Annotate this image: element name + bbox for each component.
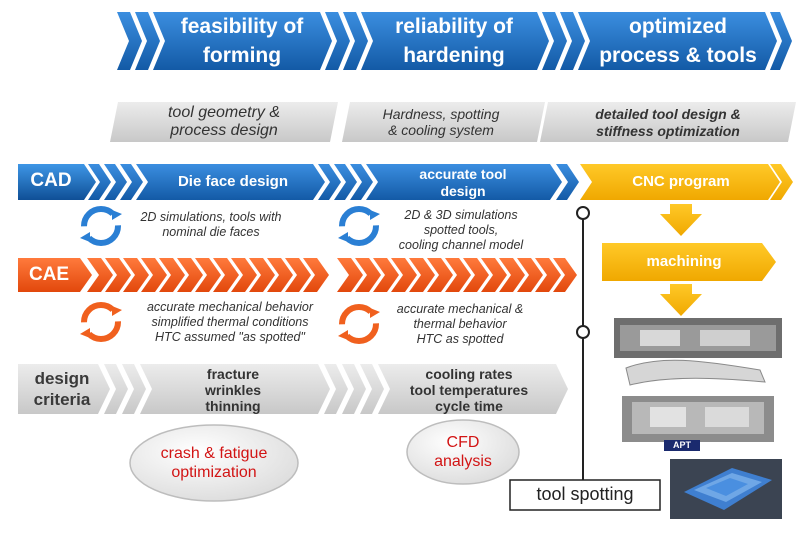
phase-title-line: forming (202, 44, 282, 67)
cnc-flow (580, 164, 793, 316)
subtitle-line: tool geometry & (167, 104, 281, 121)
die-photo-image (614, 318, 782, 451)
subtitle-tool-geometry: tool geometry & process design (118, 104, 330, 140)
subtitle-line: process design (170, 122, 278, 139)
criteria-line: tool temperatures (409, 382, 529, 398)
cfd-oval (406, 419, 520, 485)
machining-label: machining (646, 253, 722, 270)
subtitle-hardness: Hardness, spotting & cooling system (346, 106, 536, 138)
cad-cycle-icon-2 (338, 206, 380, 246)
subtitle-line: & cooling system (388, 122, 494, 138)
criteria-line: cooling rates (425, 366, 513, 382)
apt-logo: APT (673, 440, 691, 450)
criteria-line: fracture (206, 366, 260, 382)
description-line: accurate mechanical behavior (146, 300, 314, 314)
subtitle-line: Hardness, spotting (382, 106, 500, 122)
description-line: 2D simulations, tools with (140, 210, 282, 224)
description-line: spotted tools, (423, 223, 499, 237)
cae-label: CAE (28, 264, 70, 285)
phase-title-line: feasibility of (180, 15, 304, 38)
cnc-program-label: CNC program (632, 173, 730, 190)
accurate-tool-line: design (440, 183, 486, 199)
description-line: nominal die faces (162, 225, 260, 239)
forming-criteria: fracture wrinkles thinning (150, 366, 316, 414)
crash-oval (129, 424, 299, 502)
description-line: 2D & 3D simulations (404, 208, 518, 222)
subtitle-bands (110, 102, 796, 142)
cae-cycle-icon-2 (338, 304, 380, 344)
cae-description-1: accurate mechanical behavior simplified … (126, 300, 334, 345)
description-line: cooling channel model (398, 238, 524, 252)
oval-line: CFD (446, 434, 480, 451)
die-face-design-label: Die face design (177, 173, 289, 190)
design-criteria-line: criteria (33, 390, 91, 409)
accurate-tool-line: accurate tool (419, 166, 507, 182)
accurate-tool-design-label: accurate tool design (380, 166, 546, 200)
design-criteria-row (18, 364, 568, 414)
phase-title-line: process & tools (599, 44, 757, 67)
description-line: HTC as spotted (416, 332, 504, 346)
cae-description-2: accurate mechanical & thermal behavior H… (378, 302, 542, 347)
tool-spotting-connector (509, 206, 661, 511)
phase-title-line: optimized (629, 15, 727, 38)
oval-line: analysis (434, 453, 492, 470)
tool-spotting-label: tool spotting (536, 484, 634, 504)
design-criteria-line: design (34, 369, 90, 388)
phase-title-feasibility: feasibility of forming (168, 12, 316, 70)
description-line: thermal behavior (413, 317, 507, 331)
crash-fatigue-text: crash & fatigue optimization (140, 444, 288, 482)
cfd-analysis-text: CFD analysis (413, 433, 513, 471)
criteria-line: cycle time (435, 398, 503, 414)
phase-title-line: reliability of (395, 15, 513, 38)
subtitle-line: stiffness optimization (596, 123, 740, 139)
spotting-photo-image (670, 459, 782, 519)
subtitle-detailed-design: detailed tool design & stiffness optimiz… (548, 106, 788, 140)
oval-line: crash & fatigue (160, 445, 268, 462)
phase-title-line: hardening (403, 44, 505, 67)
description-line: simplified thermal conditions (151, 315, 309, 329)
phase-title-optimized: optimized process & tools (592, 12, 764, 70)
oval-line: optimization (171, 464, 257, 481)
phase-title-reliability: reliability of hardening (376, 12, 532, 70)
cad-description-1: 2D simulations, tools with nominal die f… (126, 210, 296, 240)
cad-description-2: 2D & 3D simulations spotted tools, cooli… (384, 208, 538, 253)
cae-row (18, 258, 577, 292)
cae-cycle-icon-1 (80, 302, 122, 342)
criteria-line: thinning (205, 398, 261, 414)
criteria-line: wrinkles (204, 382, 262, 398)
phase-chevrons (117, 12, 792, 70)
description-line: accurate mechanical & (396, 302, 524, 316)
cad-cycle-icon-1 (80, 206, 122, 246)
description-line: HTC assumed "as spotted" (155, 330, 305, 344)
hardening-criteria: cooling rates tool temperatures cycle ti… (386, 366, 552, 414)
cad-row (18, 164, 579, 200)
cad-label: CAD (30, 170, 72, 191)
subtitle-line: detailed tool design & (595, 106, 741, 122)
design-criteria-label: design criteria (22, 368, 102, 410)
